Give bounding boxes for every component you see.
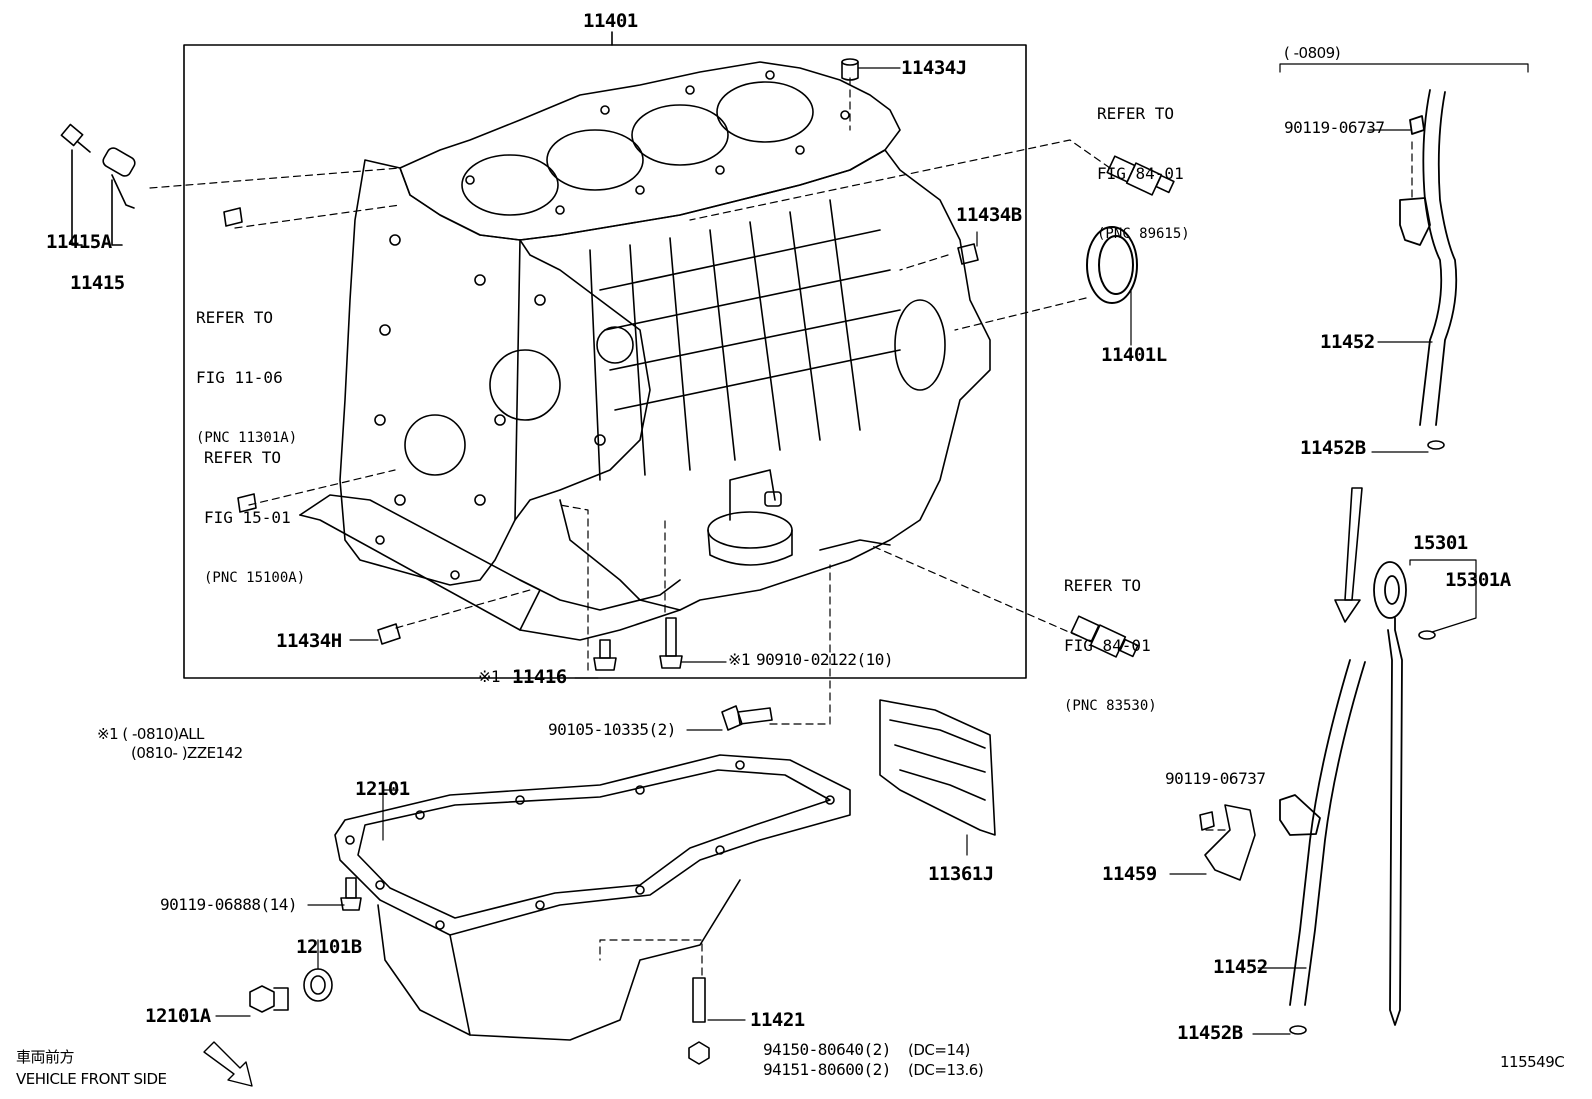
footnote-line-1: ※1 ( -0810)ALL [97,725,204,743]
refer-to-fig-84-01-bottom: REFER TO FIG 84-01 (PNC 83530) [1064,536,1157,736]
label-94151-dc: (DC=13.6) [908,1061,984,1079]
sensor-83530 [1070,615,1139,658]
stud-11421 [692,977,706,1023]
pin-11434-a [223,207,243,227]
plug-11434j [841,58,859,81]
refer-pnc: (PNC 89615) [1097,226,1190,242]
dashed-leaders [149,77,1413,976]
label-94150-80640: 94150-80640(2) [763,1040,891,1059]
refer-to-fig-11-06: REFER TO FIG 11-06 (PNC 11301A) [196,268,297,468]
vehicle-front-en: VEHICLE FRONT SIDE [16,1070,167,1088]
refer-line: FIG 84-01 [1064,636,1151,655]
label-90119-06737-mid: 90119-06737 [1165,769,1266,788]
label-11416-mark: ※1 [478,667,501,686]
label-15301a: 15301A [1445,569,1511,591]
gasket-12101b [303,968,333,1002]
footnote-line-2: (0810- )ZZE142 [131,744,243,762]
refer-to-fig-15-01: REFER TO FIG 15-01 (PNC 15100A) [204,408,305,608]
label-11401l: 11401L [1101,344,1167,366]
label-11415: 11415 [70,272,125,294]
label-90910-02122: 90910-02122(10) [756,650,894,669]
cylinder-block-frame [183,44,1027,679]
label-11452-top: 11452 [1320,331,1375,353]
label-90119-06888: 90119-06888(14) [160,895,298,914]
label-11452b-bottom: 11452B [1177,1022,1243,1044]
refer-pnc: (PNC 11301A) [196,430,298,446]
label-15301: 15301 [1413,532,1468,554]
o-ring-15301a [1418,630,1436,640]
drain-valve-11415 [60,123,136,246]
label-11415a: 11415A [46,231,112,253]
refer-pnc: (PNC 83530) [1064,698,1157,714]
refer-line: FIG 84-01 [1097,164,1184,183]
o-ring-11452b-bottom [1289,1025,1307,1035]
oil-seal-11401l [1086,226,1138,304]
o-ring-11452b-top [1427,440,1445,450]
refer-to-fig-84-01-top: REFER TO FIG 84-01 (PNC 89615) [1097,64,1190,264]
baffle-plate-11361j [879,699,996,836]
assembly-arrow [1334,487,1363,623]
bolt-90910 [659,617,683,669]
label-11452b-top: 11452B [1300,437,1366,459]
refer-pnc: (PNC 15100A) [204,570,306,586]
bracket-11459 [1204,804,1256,881]
label-11416: 11416 [512,666,567,688]
leader-lines [215,67,1477,1035]
date-range-note: ( -0809) [1284,44,1341,62]
bolt-90105 [721,705,773,731]
refer-line: FIG 11-06 [196,368,283,387]
label-11452-bottom: 11452 [1213,956,1268,978]
bolt-11416 [593,639,617,671]
oil-pan-drawing [334,754,851,1041]
label-12101b: 12101B [296,936,362,958]
label-90119-06737-top: 90119-06737 [1284,118,1385,137]
label-90910-mark: ※1 [728,650,751,669]
plug-11434b [957,243,979,265]
label-11361j: 11361J [928,863,994,885]
nut-94150 [688,1041,710,1065]
cylinder-block-drawing [299,61,991,641]
label-11434j: 11434J [901,57,967,79]
sensor-89615 [1106,155,1175,196]
refer-line: REFER TO [196,308,274,327]
label-11401: 11401 [583,10,638,32]
dipstick-guide-bottom [1279,659,1366,1006]
illustration-id: 115549C [1500,1053,1565,1071]
refer-line: FIG 15-01 [204,508,291,527]
date-bracket [1279,63,1529,73]
label-11459: 11459 [1102,863,1157,885]
label-12101: 12101 [355,778,410,800]
bolt-90119-mid [1199,811,1215,831]
dipstick-guide-top [1399,89,1458,426]
refer-line: REFER TO [1064,576,1142,595]
label-11434b: 11434B [956,204,1022,226]
refer-line: REFER TO [204,448,282,467]
label-94151-80600: 94151-80600(2) [763,1060,891,1079]
plug-11434h [377,623,401,645]
bolt-90119-06888 [340,877,362,911]
dipstick-15301 [1373,561,1407,1026]
label-94150-dc: (DC=14) [908,1041,970,1059]
drain-plug-12101a [249,985,289,1013]
refer-line: REFER TO [1097,104,1175,123]
vehicle-front-jp: 車両前方 [16,1048,75,1066]
label-11434h: 11434H [276,630,342,652]
pin-11434-c [237,493,257,513]
label-11421: 11421 [750,1009,805,1031]
label-12101a: 12101A [145,1005,211,1027]
label-90105-10335: 90105-10335(2) [548,720,676,739]
vehicle-front-arrow [203,1041,253,1087]
